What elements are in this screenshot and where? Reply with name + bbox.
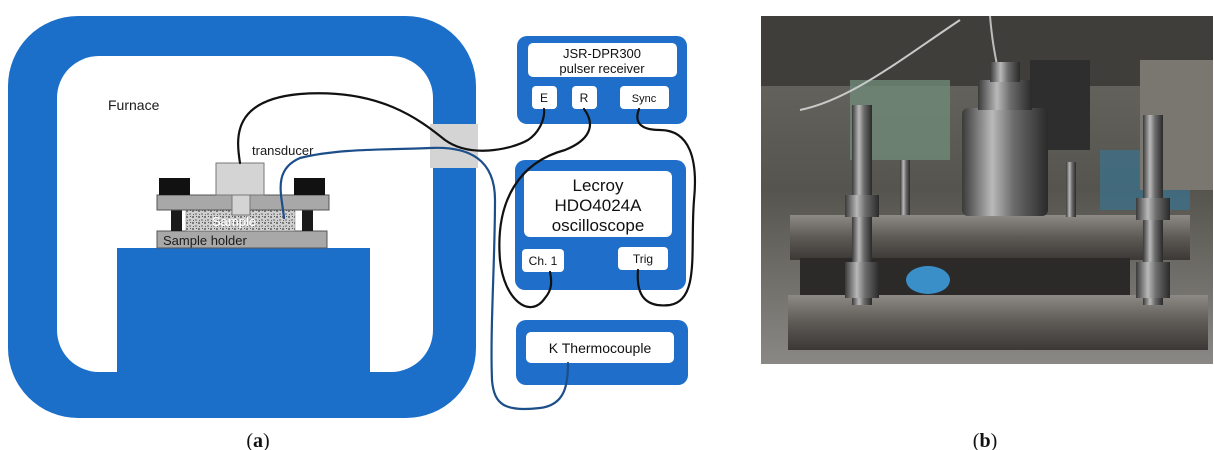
panel-a-schematic: Furnace Sample holder Sample transducer … bbox=[8, 16, 697, 450]
transducer-tip bbox=[231, 194, 251, 216]
thermocouple: K Thermocouple bbox=[516, 320, 688, 385]
pulser-receiver-type: pulser receiver bbox=[559, 61, 645, 76]
sample-stage: Sample holder Sample transducer bbox=[117, 143, 370, 372]
left-nut bbox=[159, 178, 190, 195]
oscilloscope-model: HDO4024A bbox=[555, 196, 643, 215]
oscilloscope-type: oscilloscope bbox=[552, 216, 645, 235]
oscilloscope-label-box bbox=[524, 171, 672, 237]
pulser-receiver: JSR-DPR300 pulser receiver E R Sync bbox=[517, 36, 687, 124]
caption-a-letter: a bbox=[253, 430, 263, 450]
right-nut bbox=[294, 178, 325, 195]
port-e-label: E bbox=[540, 91, 548, 105]
left-post bbox=[171, 210, 182, 231]
sample-label: Sample bbox=[212, 214, 256, 229]
cables bbox=[237, 92, 697, 411]
caption-b-letter: b bbox=[979, 430, 990, 450]
port-ch1 bbox=[522, 249, 564, 272]
photo-transducer bbox=[962, 108, 1048, 216]
photo-top-plate bbox=[790, 215, 1190, 260]
thermocouple-label: K Thermocouple bbox=[549, 340, 652, 356]
stage-base bbox=[117, 248, 370, 372]
right-post bbox=[302, 210, 313, 231]
pulser-receiver-name: JSR-DPR300 bbox=[563, 46, 641, 61]
port-trig bbox=[618, 247, 668, 270]
transducer-label: transducer bbox=[252, 143, 314, 158]
port-trig-label: Trig bbox=[633, 252, 653, 266]
thermocouple-label-box bbox=[526, 332, 674, 363]
cable-thermocouple bbox=[279, 146, 570, 411]
port-ch1-label: Ch. 1 bbox=[529, 254, 558, 268]
cable-transducer-to-e bbox=[237, 92, 546, 165]
sample-holder-label: Sample holder bbox=[163, 233, 247, 248]
furnace-label: Furnace bbox=[108, 97, 160, 113]
caption-b: (b) bbox=[973, 430, 997, 450]
port-sync bbox=[620, 86, 669, 109]
port-r bbox=[572, 86, 597, 109]
caption-a: (a) bbox=[246, 430, 269, 450]
cable-r-to-ch1 bbox=[498, 107, 591, 309]
port-sync-label: Sync bbox=[632, 93, 657, 105]
cable-sync-to-trig bbox=[636, 107, 697, 307]
port-r-label: R bbox=[580, 91, 589, 105]
transducer-body bbox=[215, 162, 265, 196]
oscilloscope: Lecroy HDO4024A oscilloscope Ch. 1 Trig bbox=[515, 160, 686, 290]
pulser-receiver-label-box bbox=[528, 43, 677, 77]
port-e bbox=[532, 86, 557, 109]
panel-b-photo bbox=[761, 15, 1213, 364]
oscilloscope-brand: Lecroy bbox=[572, 176, 624, 195]
